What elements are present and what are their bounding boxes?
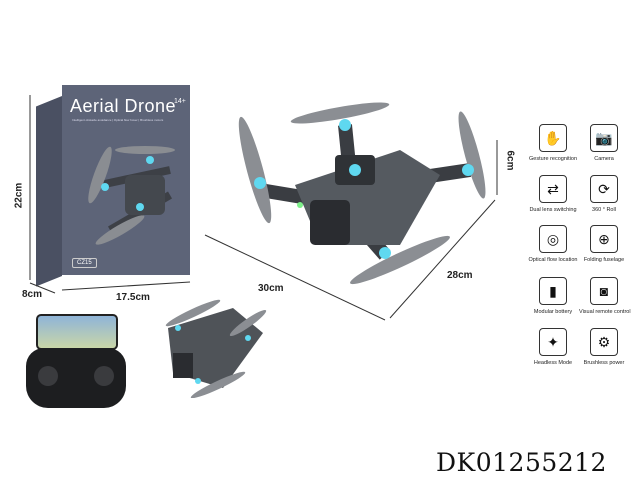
left-joystick [38,366,58,386]
box-age: 14+ [174,98,186,105]
product-code: DK01255212 [436,448,607,477]
box-title: Aerial Drone [70,96,177,116]
dual-lens-icon: ⇄ [539,175,567,203]
drone-length-label: 30cm [258,283,284,294]
optical-flow-icon: ◎ [539,225,567,253]
box-height-label: 22cm [13,182,25,209]
phone-image [36,314,118,350]
feature-dual-lens: ⇄Dual lens switching [528,175,578,213]
feature-folding: ⊕Folding fuselage [579,225,629,263]
hand-icon: ✋ [539,124,567,152]
box-subtitle: Intelligent obstacle avoidance | Optical… [72,118,164,122]
roll-360-icon: ⟳ [590,175,618,203]
feature-brushless-power: ⚙Brushless power [579,328,629,366]
compass-icon: ✦ [539,328,567,356]
feature-visual-remote: ◙Visual remote control [579,277,631,315]
drone-width-label: 28cm [447,270,473,281]
feature-camera: 📷Camera [579,124,629,162]
box-depth-label: 8cm [22,289,43,300]
drone-height-label: 6cm [504,150,516,171]
feature-headless-mode: ✦Headless Mode [528,328,578,366]
feature-optical-flow: ◎Optical flow location [528,225,578,263]
main-drone-image [238,102,486,285]
camera-icon: 📷 [590,124,618,152]
feature-gesture-recognition: ✋Gesture recognition [528,124,578,162]
right-joystick [94,366,114,386]
battery-icon: ▮ [539,277,567,305]
feature-360-roll: ⟳360 ° Roll [579,175,629,213]
box-model: CZ15 [72,258,97,268]
box-drone-image [88,146,175,245]
folded-drone-image [165,299,267,398]
folding-icon: ⊕ [590,225,618,253]
remote-controller-image [26,348,126,408]
vr-goggles-icon: ◙ [590,277,618,305]
motor-icon: ⚙ [590,328,618,356]
box-width-label: 17.5cm [116,292,150,303]
feature-modular-battery: ▮Modular bottery [528,277,578,315]
